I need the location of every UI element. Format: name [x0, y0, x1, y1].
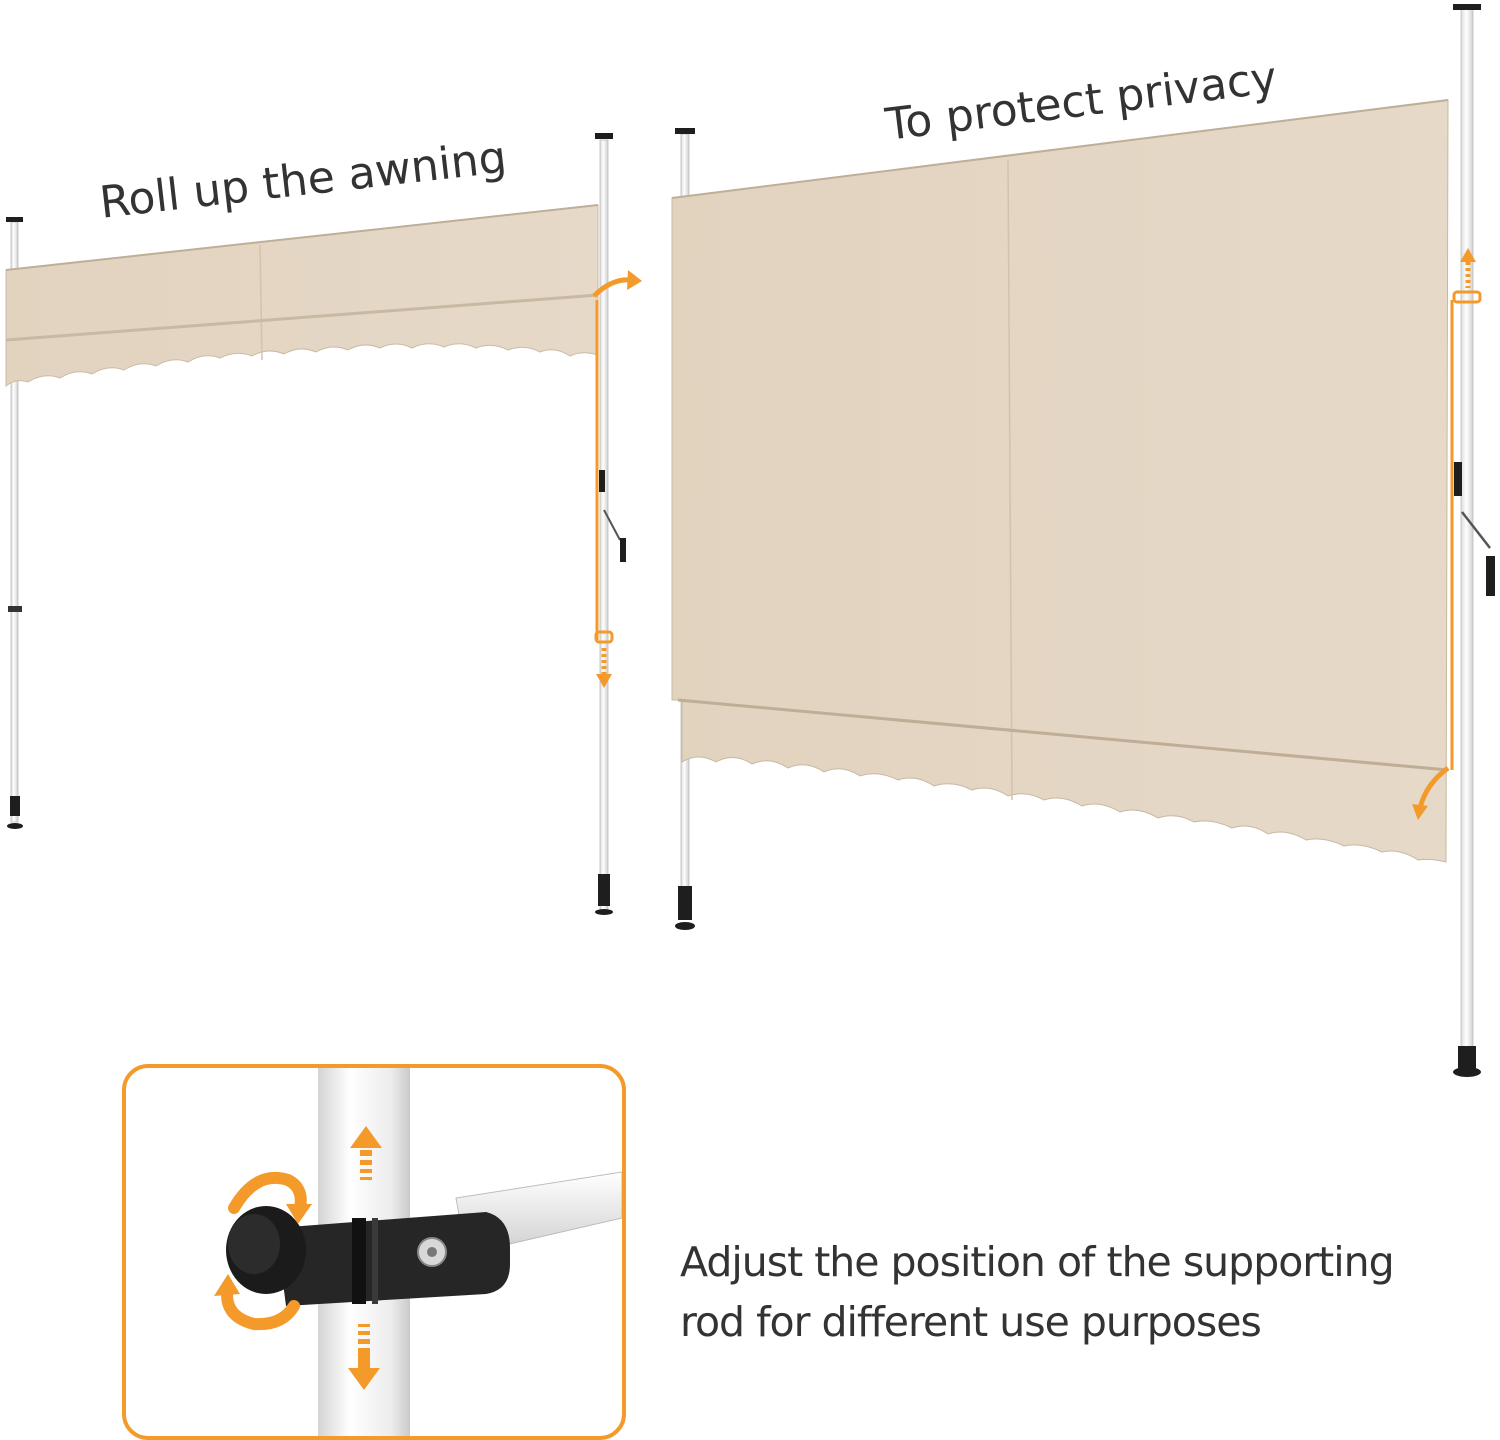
rotate-arrows-icon	[214, 1171, 312, 1331]
left-pole	[6, 217, 23, 829]
caption-adjust-position: Adjust the position of the supporting ro…	[680, 1232, 1395, 1352]
bracket-detail-inset	[122, 1064, 626, 1440]
tightening-knob	[226, 1206, 306, 1294]
awning-rolled-up	[5, 133, 642, 915]
awning-fabric-left	[5, 204, 599, 388]
bracket-detail-image	[214, 1068, 622, 1436]
caption-adjust-line1: Adjust the position of the supporting	[680, 1238, 1395, 1286]
caption-adjust-line2: rod for different use purposes	[680, 1298, 1262, 1346]
clamp-bracket	[276, 1212, 510, 1306]
curved-arrow-icon	[592, 270, 642, 298]
arrow-up-icon	[1452, 248, 1482, 304]
awning-fabric-privacy	[671, 99, 1449, 863]
right-pole	[595, 133, 626, 915]
awning-privacy	[671, 4, 1495, 1077]
curved-arrow-icon	[1412, 765, 1450, 820]
arrow-up-icon	[350, 1126, 382, 1180]
arrow-down-icon	[348, 1324, 380, 1390]
arrow-down-icon	[594, 630, 614, 688]
privacy-right-pole	[1453, 4, 1495, 1077]
